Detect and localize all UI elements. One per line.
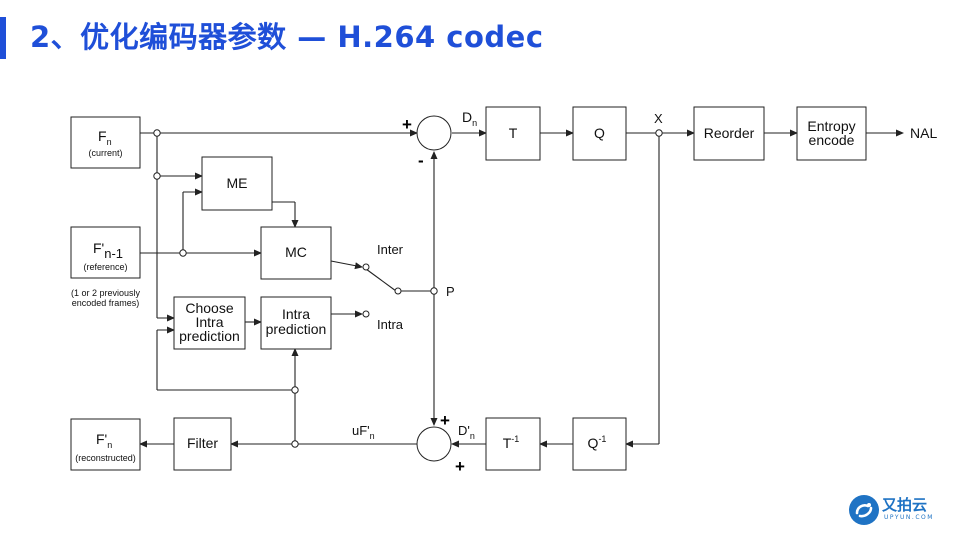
- p-label: P: [446, 284, 455, 299]
- reference-caption-line2: encoded frames): [72, 298, 140, 308]
- nal-label: NAL: [910, 125, 937, 141]
- svg-text:T-1: T-1: [503, 434, 520, 451]
- x-label: X: [654, 111, 663, 126]
- current-frame-note: (current): [88, 148, 122, 158]
- me-block: ME: [201, 156, 273, 211]
- dn-label: Dn: [462, 109, 477, 128]
- bottom-plus-sign-bottom: +: [455, 457, 465, 476]
- svg-text:Choose: Choose: [185, 300, 233, 316]
- reference-caption-line1: (1 or 2 previously: [71, 288, 141, 298]
- svg-text:Intra: Intra: [282, 306, 310, 322]
- intra-label: Intra: [377, 317, 404, 332]
- slide-title: 2、优化编码器参数 — H.264 codec: [30, 20, 544, 54]
- reconstructed-frame-note: (reconstructed): [75, 453, 136, 463]
- ufn-label: uF'n: [352, 423, 375, 441]
- svg-text:MC: MC: [285, 244, 307, 260]
- top-summer: [416, 115, 452, 151]
- reference-frame-box: F'n-1 (reference): [70, 226, 141, 279]
- bottom-summer: [416, 426, 452, 462]
- junction-dots: [153, 129, 663, 448]
- upyun-logo-text: 又拍云: [882, 496, 928, 514]
- inter-label: Inter: [377, 242, 404, 257]
- inverse-transform-block: T-1: [485, 417, 541, 471]
- entropy-encode-block: Entropy encode: [796, 106, 867, 161]
- mc-block: MC: [260, 226, 332, 280]
- svg-text:Q: Q: [594, 125, 605, 141]
- transform-block: T: [485, 106, 541, 161]
- upyun-logo-icon: [849, 495, 879, 525]
- filter-block: Filter: [173, 417, 232, 471]
- current-frame-label: F: [98, 128, 107, 144]
- svg-text:Filter: Filter: [187, 435, 218, 451]
- svg-text:Entropy: Entropy: [807, 118, 855, 134]
- svg-text:prediction: prediction: [179, 328, 240, 344]
- choose-intra-prediction-block: Choose Intra prediction: [173, 296, 246, 350]
- svg-text:F'n-1: F'n-1: [93, 240, 123, 261]
- upyun-logo-subtext: UPYUN.COM: [884, 514, 934, 521]
- current-frame-box: Fn (current): [70, 116, 141, 169]
- reference-frame-label: F': [93, 240, 104, 256]
- quantizer-block: Q: [572, 106, 627, 161]
- svg-text:T: T: [509, 125, 518, 141]
- svg-text:Q-1: Q-1: [588, 434, 607, 451]
- bottom-plus-sign-top: +: [440, 411, 450, 430]
- svg-text:prediction: prediction: [266, 321, 327, 337]
- connection-lines: [139, 129, 904, 448]
- reorder-block: Reorder: [693, 106, 765, 161]
- svg-text:Intra: Intra: [195, 314, 223, 330]
- reference-frame-note: (reference): [83, 262, 127, 272]
- top-plus-sign: +: [402, 115, 412, 134]
- svg-text:Reorder: Reorder: [704, 125, 755, 141]
- reconstructed-frame-label: F': [96, 431, 107, 447]
- dprime-n-label: D'n: [458, 423, 475, 441]
- svg-text:ME: ME: [227, 175, 248, 191]
- top-minus-sign: -: [418, 151, 424, 170]
- reconstructed-frame-box: F'n (reconstructed): [70, 418, 141, 471]
- svg-text:encode: encode: [809, 132, 855, 148]
- svg-text:Fn: Fn: [98, 128, 112, 147]
- svg-text:F'n: F'n: [96, 431, 112, 450]
- inverse-quantizer-block: Q-1: [572, 417, 627, 471]
- upyun-logo: 又拍云 UPYUN.COM: [848, 493, 948, 527]
- intra-prediction-block: Intra prediction: [260, 296, 332, 350]
- title-accent-bar: [0, 17, 6, 59]
